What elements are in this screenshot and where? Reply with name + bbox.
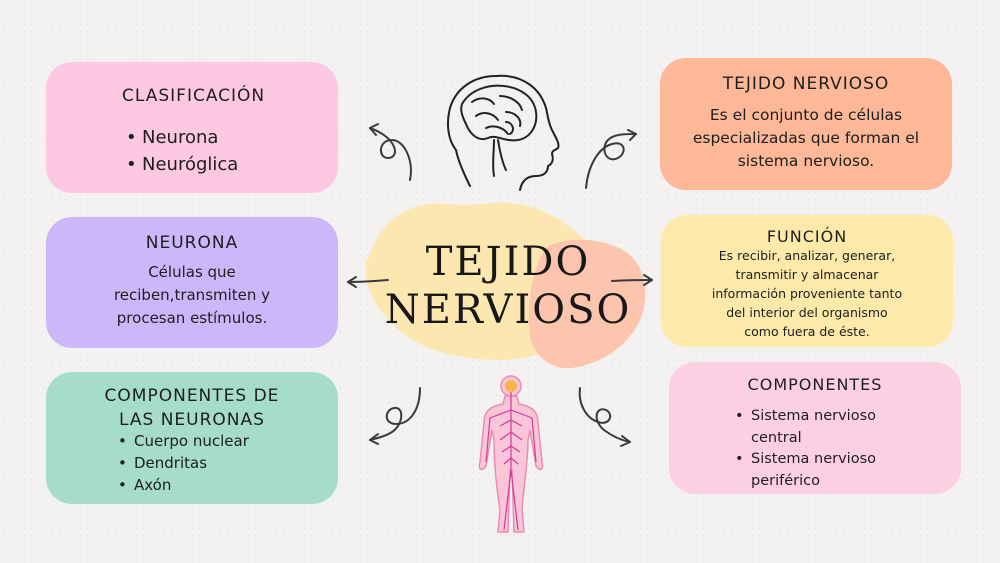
card-clasificacion-title: CLASIFICACIÓN [122, 86, 266, 106]
arrow-to-componentes-neuronas [369, 387, 421, 445]
center-blob-salmon [528, 239, 646, 369]
list-item-line: central [751, 429, 802, 446]
text-line: transmitir y almacenar [735, 267, 879, 282]
text-line: Células que [148, 263, 236, 281]
text-line: reciben,transmiten y [113, 286, 271, 304]
list-item: Neurona [124, 124, 238, 151]
text-line: Es recibir, analizar, generar, [718, 248, 896, 263]
card-componentes-neuronas-title: COMPONENTES DE LAS NEURONAS [46, 384, 338, 432]
text-line: como fuera de éste. [744, 324, 870, 339]
card-neurona-title: NEURONA [145, 233, 239, 253]
arrow-to-tejido [585, 129, 637, 189]
text-line: información proveniente tanto [711, 286, 903, 301]
central-title-line-1: TEJIDO [425, 239, 591, 285]
text-line: del interior del organismo [726, 305, 888, 320]
arrow-to-clasificacion [369, 123, 412, 181]
clasificacion-list: Neurona Neuróglica [124, 124, 238, 178]
central-title-line-2: NERVIOSO [384, 287, 632, 333]
list-item: Dendritas [116, 452, 249, 474]
title-line: LAS NEURONAS [119, 410, 265, 430]
card-tejido-nervioso-title: TEJIDO NERVIOSO [722, 74, 890, 94]
list-item: Neuróglica [124, 151, 238, 178]
card-tejido-nervioso: TEJIDO NERVIOSO Es el conjunto de célula… [660, 58, 952, 190]
arrow-to-funcion [611, 274, 653, 286]
central-title: TEJIDO NERVIOSO [380, 238, 636, 334]
arrow-to-neurona [347, 276, 389, 288]
card-clasificacion: CLASIFICACIÓN Neurona Neuróglica [46, 62, 338, 193]
card-componentes: COMPONENTES Sistema nervioso central Sis… [669, 362, 961, 494]
card-componentes-title: COMPONENTES [747, 375, 883, 394]
arrow-to-componentes [578, 387, 631, 447]
text-line: especializadas que forman el [692, 129, 920, 147]
text-line: Es el conjunto de células [709, 106, 903, 124]
text-line: procesan estímulos. [116, 309, 268, 327]
list-item-line: Sistema nervioso [751, 451, 876, 467]
card-funcion: FUNCIÓN Es recibir, analizar, generar, t… [661, 215, 953, 347]
list-item: Cuerpo nuclear [116, 430, 249, 452]
list-item: Sistema nervioso central [733, 406, 876, 449]
card-neurona: NEURONA Células que reciben,transmiten y… [46, 217, 338, 348]
title-line: COMPONENTES DE [104, 386, 280, 406]
list-item-line: Sistema nervioso [751, 408, 876, 424]
card-funcion-title: FUNCIÓN [766, 227, 848, 246]
card-neurona-text: Células que reciben,transmiten y procesa… [46, 261, 338, 330]
componentes-neuronas-list: Cuerpo nuclear Dendritas Axón [116, 430, 249, 496]
text-line: sistema nervioso. [737, 152, 875, 170]
list-item: Sistema nervioso periférico [733, 449, 876, 492]
human-nervous-system-icon [478, 375, 544, 533]
card-componentes-neuronas: COMPONENTES DE LAS NEURONAS Cuerpo nucle… [46, 372, 338, 504]
list-item-line: periférico [751, 472, 820, 489]
card-funcion-text: Es recibir, analizar, generar, transmiti… [661, 246, 953, 341]
componentes-list: Sistema nervioso central Sistema nervios… [733, 406, 876, 492]
brain-head-icon [447, 74, 560, 191]
card-tejido-nervioso-text: Es el conjunto de células especializadas… [660, 104, 952, 173]
list-item: Axón [116, 474, 249, 496]
